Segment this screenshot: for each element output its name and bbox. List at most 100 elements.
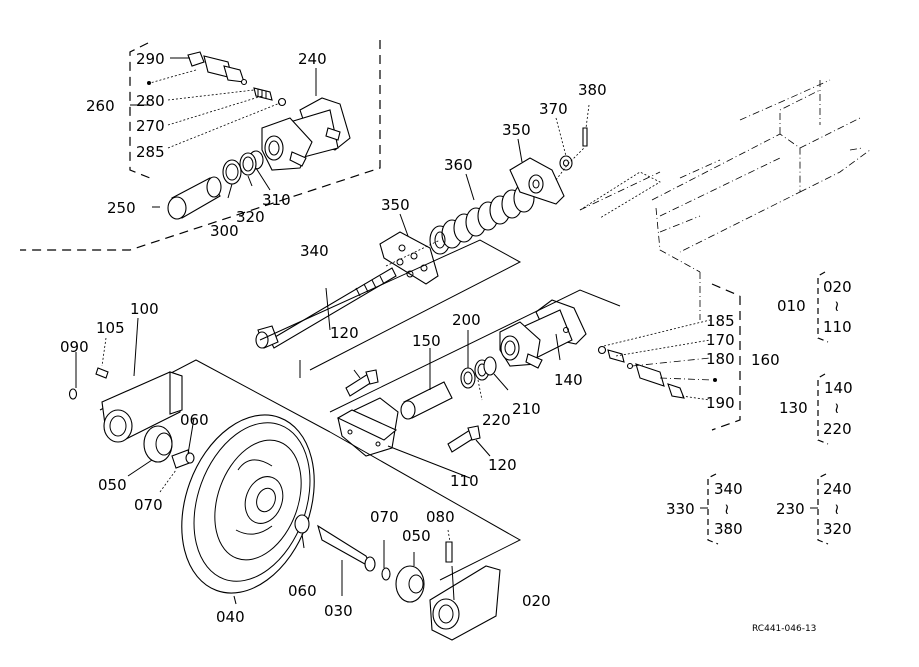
assembly-230: 230 (776, 500, 805, 518)
callout-105: 105 (96, 319, 125, 337)
bracket-100 (101, 371, 183, 443)
assembly-group-330: 330 340 ≀ 380 (666, 480, 743, 538)
range-from: 240 (823, 480, 852, 498)
cylinder-housing-140 (499, 299, 587, 369)
range-bracket-010 (817, 271, 829, 343)
callout-350-front: 350 (381, 196, 410, 214)
assembly-group-130: 130 140 ≀ 220 (779, 379, 853, 438)
callout-060-left: 060 (180, 411, 209, 429)
reference-code: RC441-046-13 (752, 624, 816, 634)
cylinder-housing-240 (261, 97, 351, 171)
bolt-105 (95, 367, 109, 379)
bolt-120-upper (345, 369, 379, 397)
range-symbol: ≀ (724, 500, 730, 518)
spring-plate-350-front (379, 231, 439, 285)
range-from: 020 (823, 278, 852, 296)
cotter-pin-380 (582, 127, 588, 147)
track-frame (579, 79, 871, 320)
pin-080 (445, 541, 453, 563)
oring-070-right (381, 567, 391, 581)
range-to: 320 (823, 520, 852, 538)
callout-260: 260 (86, 97, 115, 115)
range-symbol: ≀ (834, 500, 840, 518)
callout-190: 190 (706, 394, 735, 412)
callout-060-right: 060 (288, 582, 317, 600)
plug-090 (68, 388, 78, 400)
callout-180: 180 (706, 350, 735, 368)
assembly-group-010: 010 020 ≀ 110 (777, 278, 852, 336)
callout-340: 340 (300, 242, 329, 260)
grease-fitting-290 (170, 51, 248, 86)
idler-wheel-040 (181, 414, 315, 594)
callout-350-rear: 350 (502, 121, 531, 139)
assembly-130: 130 (779, 399, 808, 417)
piston-250 (167, 176, 222, 220)
seals-300-310-320 (222, 150, 264, 185)
range-to: 380 (714, 520, 743, 538)
callout-020: 020 (522, 592, 551, 610)
valve-parts-160 (597, 345, 685, 399)
assembly-group-230: 230 240 ≀ 320 (776, 480, 852, 538)
callout-070-right: 070 (370, 508, 399, 526)
piston-150 (400, 381, 453, 420)
range-bracket-130 (817, 373, 829, 445)
seals-200-210-220 (460, 356, 497, 389)
callout-320: 320 (236, 208, 265, 226)
range-bracket-230 (810, 473, 829, 545)
callout-labels: 290 280 270 285 260 240 250 300 320 310 … (60, 50, 780, 626)
bolt-340 (255, 267, 397, 349)
callout-170: 170 (706, 331, 735, 349)
shaft-end-060-left (171, 449, 195, 469)
callout-030: 030 (324, 602, 353, 620)
ball-285 (277, 97, 287, 107)
range-to: 110 (823, 318, 852, 336)
range-bracket-330 (700, 473, 719, 545)
callout-220: 220 (482, 411, 511, 429)
collar-050-right (395, 565, 425, 603)
bolt-120-lower (447, 425, 481, 453)
range-from: 340 (714, 480, 743, 498)
spring-280 (253, 87, 273, 101)
callout-310: 310 (262, 191, 291, 209)
shaft-030 (294, 514, 376, 572)
range-from: 140 (824, 379, 853, 397)
callout-090: 090 (60, 338, 89, 356)
assembly-330: 330 (666, 500, 695, 518)
callout-240: 240 (298, 50, 327, 68)
bracket-020 (429, 565, 501, 641)
spring-plate-350-rear (509, 157, 565, 205)
callout-280: 280 (136, 92, 165, 110)
callout-050-right: 050 (402, 527, 431, 545)
callout-110: 110 (450, 472, 479, 490)
grease-cylinder-subassembly-box (20, 40, 381, 251)
callout-050-left: 050 (98, 476, 127, 494)
range-to: 220 (823, 420, 852, 438)
callout-080: 080 (426, 508, 455, 526)
callout-140: 140 (554, 371, 583, 389)
callout-210: 210 (512, 400, 541, 418)
callout-070-left: 070 (134, 496, 163, 514)
assembly-010: 010 (777, 297, 806, 315)
callout-285: 285 (136, 143, 165, 161)
callout-120-lower: 120 (488, 456, 517, 474)
collar-050-left (143, 425, 173, 463)
callout-100: 100 (130, 300, 159, 318)
callout-290: 290 (136, 50, 165, 68)
callout-380: 380 (578, 81, 607, 99)
callout-300: 300 (210, 222, 239, 240)
callout-360: 360 (444, 156, 473, 174)
callout-040: 040 (216, 608, 245, 626)
callout-250: 250 (107, 199, 136, 217)
spring-360 (429, 183, 535, 255)
callout-270: 270 (136, 117, 165, 135)
callout-150: 150 (412, 332, 441, 350)
callout-120-upper: 120 (330, 324, 359, 342)
nut-370 (559, 155, 573, 171)
range-symbol: ≀ (834, 297, 840, 315)
callout-200: 200 (452, 311, 481, 329)
callout-185: 185 (706, 312, 735, 330)
callout-160: 160 (751, 351, 780, 369)
callout-370: 370 (539, 100, 568, 118)
idler-yoke-110 (336, 397, 399, 457)
